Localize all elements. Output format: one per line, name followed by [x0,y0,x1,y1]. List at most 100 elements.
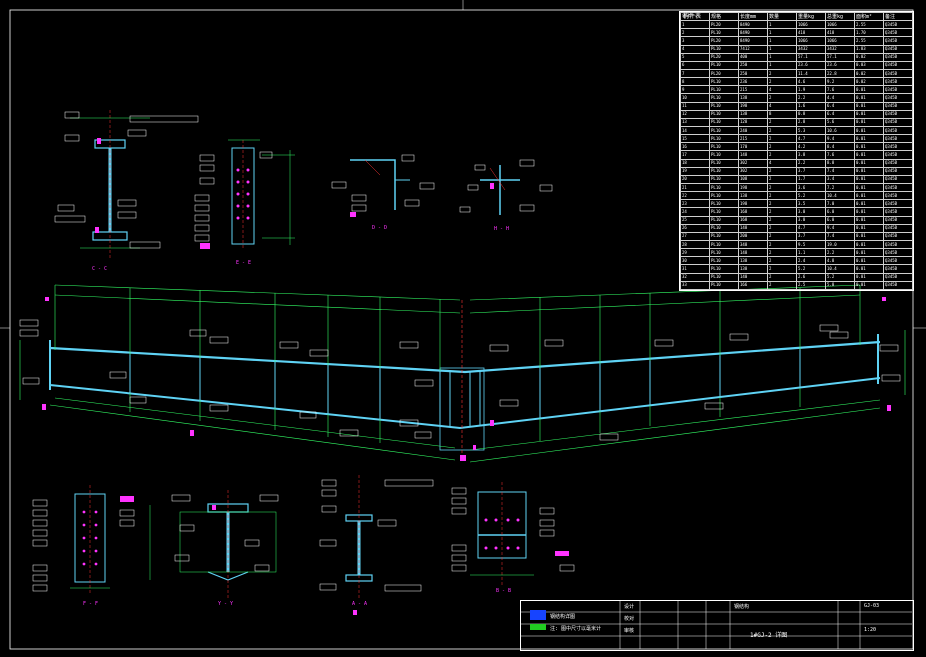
drawing-scale: 1:20 [864,627,877,633]
parts-table-cell: 148 [738,150,768,160]
parts-table-cell: 6.0 [825,207,855,217]
parts-table-cell: 18 [680,158,710,168]
parts-table-cell: 168 [738,215,768,225]
parts-table-cell: 0.01 [854,117,884,127]
parts-table-cell: 250 [738,68,768,79]
parts-table-cell: Q345B [883,231,913,241]
parts-table-cell: 8490 [738,28,768,38]
parts-table-cell: 5.2 [825,272,855,282]
parts-table-cell: 2.2 [796,93,826,103]
parts-table-cell: 1 [767,52,797,62]
parts-table-cell: PL10 [709,93,739,103]
dimension-lines [19,284,906,463]
parts-table-cell: PL10 [709,125,739,136]
parts-table-cell: PL10 [709,215,739,225]
parts-table-cell: Q345B [883,101,913,111]
parts-table-cell: PL10 [709,134,739,144]
parts-table-cell: 7412 [738,44,768,54]
parts-table-cell: 0.02 [854,68,884,79]
parts-table-cell: PL20 [709,20,739,30]
parts-table-cell: 0.01 [854,239,884,250]
parts-table-cell: 198 [738,199,768,209]
parts-table-cell: 2 [767,215,797,225]
parts-table-cell: 1066 [796,36,826,46]
parts-table-cell: Q345B [883,85,913,95]
parts-table-cell: 0.01 [854,182,884,193]
legend-blue-swatch [530,610,546,620]
parts-table-cell: PL10 [709,150,739,160]
parts-table-cell: 2 [767,142,797,152]
parts-table-cell: 2 [767,256,797,266]
parts-table-cell: 2 [767,231,797,241]
parts-table-cell: 4.7 [796,134,826,144]
parts-table-cell: 302 [738,158,768,168]
parts-table-cell: Q345B [883,248,913,258]
parts-table-cell: 0.01 [854,125,884,136]
parts-table-cell: 27 [680,231,710,241]
parts-table-cell: 4 [767,85,797,95]
parts-table-cell: PL10 [709,256,739,266]
parts-table-cell: 7.0 [825,199,855,209]
parts-table-cell: PL10 [709,280,739,291]
parts-table-cell: 1 [767,20,797,30]
parts-table-cell: 4 [767,158,797,168]
parts-table-cell: 57.1 [796,52,826,62]
parts-table-cell: 2.2 [825,248,855,258]
parts-table-cell: 2 [767,134,797,144]
parts-table-header-cell: 面积m² [854,11,884,22]
parts-table-cell: 15 [680,134,710,144]
parts-table-cell: 9.4 [825,223,855,233]
parts-table-cell: 2 [767,239,797,250]
parts-table-cell: 236 [738,77,768,87]
parts-table-cell: 138 [738,109,768,119]
parts-table-cell: 200 [738,231,768,241]
parts-table-cell: 0.01 [854,199,884,209]
parts-table-cell: 9.5 [796,239,826,250]
parts-table-cell: 28 [680,239,710,250]
section-small-detail [459,159,553,215]
parts-table-cell: 2 [767,150,797,160]
parts-table-cell: 2.55 [854,20,884,30]
parts-table-cell: 7.4 [825,231,855,241]
parts-table-cell: Q345B [883,256,913,266]
parts-table-cell: 16 [680,142,710,152]
section-y-y [171,490,279,600]
parts-table-cell: 1 [767,28,797,38]
parts-table-cell: 0.01 [854,150,884,160]
title-block-grid [520,600,912,649]
parts-table-cell: 215 [738,134,768,144]
parts-table-header-cell: 长度mm [738,11,768,22]
parts-table-cell: PL10 [709,117,739,127]
parts-table-cell: 8 [767,109,797,119]
parts-table-cell: 7.6 [825,85,855,95]
parts-table-cell: 4 [767,101,797,111]
parts-table-cell: PL10 [709,109,739,119]
parts-table-cell: 4.4 [825,93,855,103]
parts-table-cell: 2 [767,117,797,127]
legend-line-1: 钢结构详图 [550,614,576,620]
parts-table-cell: 2 [767,166,797,176]
parts-table-cell: 2 [767,264,797,274]
parts-table-cell: 3.0 [796,207,826,217]
parts-table-cell: 2 [767,199,797,209]
parts-table-cell: 3 [680,36,710,46]
parts-table-cell: 6.4 [825,101,855,111]
parts-table-cell: 2 [767,77,797,87]
parts-table-cell: 1066 [796,20,826,30]
parts-table-cell: 13 [680,117,710,127]
parts-table-cell: 0.01 [854,174,884,184]
title-block [520,600,914,651]
parts-table-cell: 302 [738,166,768,176]
parts-table-cell: 5 [680,52,710,62]
parts-table-cell: Q345B [883,142,913,152]
